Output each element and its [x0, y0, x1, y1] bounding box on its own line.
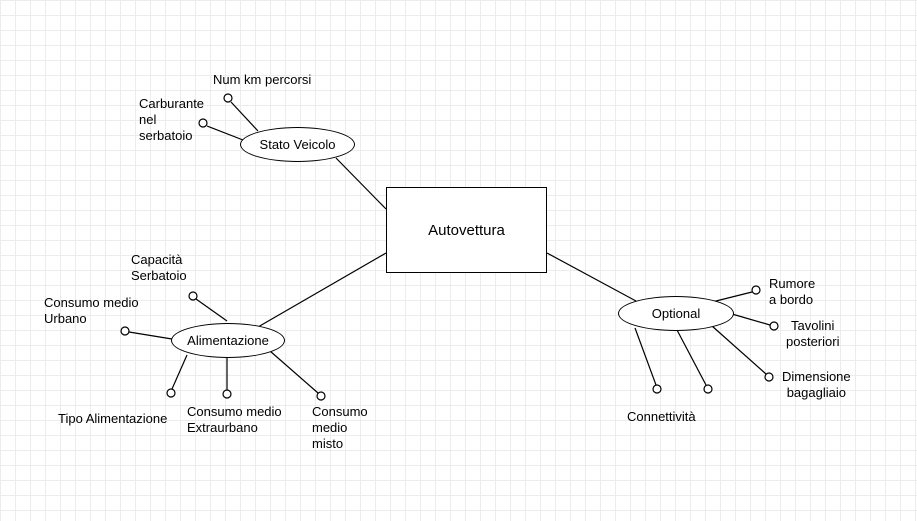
entity-autovettura[interactable]: Autovettura: [386, 187, 547, 273]
attribute-dot-carburante: [198, 118, 208, 128]
attribute-dot-tipo-alimentazione: [166, 388, 176, 398]
relationship-label-stato: Stato Veicolo: [259, 137, 336, 152]
attribute-label-consumo-urbano: Consumo medio Urbano: [44, 295, 139, 326]
attribute-dot-consumo-urbano: [120, 326, 130, 336]
attribute-label-consumo-misto: Consumo medio misto: [312, 404, 368, 451]
connector-entity-stato: [335, 157, 387, 210]
relationship-optional[interactable]: Optional: [618, 296, 734, 331]
attribute-dot-rumore: [751, 285, 761, 295]
connector-consumo-misto: [269, 350, 319, 394]
attribute-label-carburante: Carburante nel serbatoio: [139, 96, 205, 143]
entity-label: Autovettura: [428, 221, 505, 239]
connector-dimensione: [711, 325, 767, 375]
relationship-label-optional: Optional: [651, 306, 701, 321]
attribute-label-capacita: Capacità Serbatoio: [131, 252, 187, 283]
attribute-dot-consumo-misto: [316, 391, 326, 401]
connector-tipo-alimentazione: [171, 354, 188, 390]
attribute-label-connettivita: Connettività: [627, 409, 696, 424]
attribute-label-rumore: Rumore a bordo: [769, 276, 816, 307]
relationship-label-alimentazione: Alimentazione: [187, 333, 269, 348]
attribute-label-consumo-extraurbano: Consumo medio Extraurbano: [187, 404, 282, 435]
connector-carburante: [206, 125, 244, 141]
connector-entity-alimentazione: [257, 252, 387, 328]
connector-connettivita-a: [634, 327, 657, 386]
connector-num-km: [230, 101, 259, 132]
relationship-alimentazione[interactable]: Alimentazione: [171, 323, 285, 358]
connector-connettivita-b: [676, 329, 707, 386]
connector-rumore: [711, 291, 753, 303]
attribute-dot-dimensione: [764, 372, 774, 382]
relationship-stato-veicolo[interactable]: Stato Veicolo: [240, 127, 355, 162]
attribute-dot-capacita: [188, 291, 198, 301]
connector-tavolini: [731, 313, 771, 326]
attribute-label-dimensione: Dimensione bagagliaio: [782, 369, 851, 400]
attribute-dot-consumo-extraurbano: [222, 389, 232, 399]
attribute-dot-tavolini: [769, 321, 779, 331]
connector-consumo-urbano: [128, 331, 173, 340]
connector-capacita: [195, 298, 228, 322]
attribute-label-num-km: Num km percorsi: [213, 72, 312, 87]
attribute-dot-connettivita-a: [652, 384, 662, 394]
attribute-label-tipo-alimentazione: Tipo Alimentazione: [58, 411, 168, 426]
attribute-label-tavolini: Tavolini posteriori: [786, 318, 840, 349]
connector-entity-optional: [546, 252, 637, 302]
attribute-dot-connettivita-b: [703, 384, 713, 394]
attribute-dot-num-km: [223, 93, 233, 103]
